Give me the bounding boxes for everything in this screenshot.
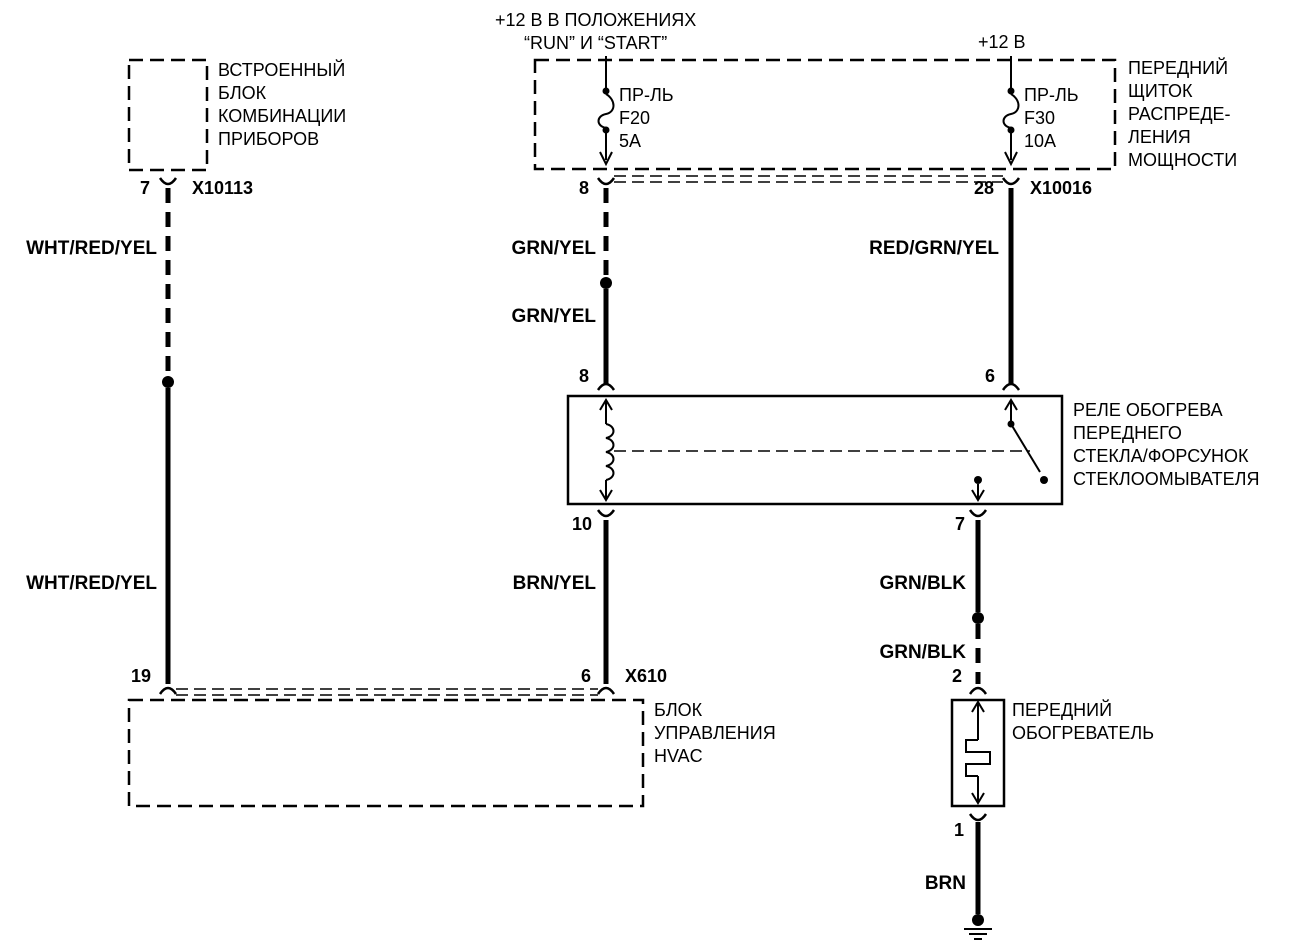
hvac-label-line-1: БЛОК xyxy=(654,700,703,720)
instrument-cluster-box xyxy=(127,58,209,172)
pdc-label-line-1: ПЕРЕДНИЙ xyxy=(1128,57,1228,78)
relay-label-line-2: ПЕРЕДНЕГО xyxy=(1073,423,1182,443)
heater-pin-1: 1 xyxy=(954,820,964,840)
power-run-start-line-1: +12 В В ПОЛОЖЕНИЯХ xyxy=(495,10,696,30)
cluster-label-line-3: КОМБИНАЦИИ xyxy=(218,106,346,126)
hvac-pin-6-connector xyxy=(596,686,616,695)
cluster-label-line-2: БЛОК xyxy=(218,83,267,103)
relay-switch-contact xyxy=(1040,476,1048,484)
wire-label-ground: BRN xyxy=(925,873,966,894)
fuse-f20-arrow xyxy=(599,151,613,167)
relay-coil-arrow-bottom xyxy=(599,489,613,502)
wire-label-heater-mid: GRN/BLK xyxy=(879,642,966,663)
relay-output-contact xyxy=(974,476,982,484)
ground-icon xyxy=(964,914,992,940)
fuse-f20-label-3: 5A xyxy=(619,131,641,151)
cluster-label-line-1: ВСТРОЕННЫЙ xyxy=(218,59,345,80)
fuse-f30-terminal-top xyxy=(1007,87,1015,95)
relay-output-arrow xyxy=(971,489,985,502)
cluster-pin-7: 7 xyxy=(140,178,150,198)
relay-pin-8-connector xyxy=(596,382,616,391)
hvac-pin-6: 6 xyxy=(581,666,591,686)
power-distribution-center: ПЕРЕДНИЙ ЩИТОК РАСПРЕДЕ- ЛЕНИЯ МОЩНОСТИ xyxy=(533,57,1237,171)
fuse-f30-arrow xyxy=(1004,151,1018,167)
ground-dot xyxy=(972,914,984,926)
pdc-pin-8-connector xyxy=(596,177,616,186)
pdc-label-line-3: РАСПРЕДЕ- xyxy=(1128,104,1231,124)
hvac-label-line-3: HVAC xyxy=(654,746,703,766)
hvac-control-module: БЛОК УПРАВЛЕНИЯ HVAC xyxy=(127,698,776,808)
heater-label-line-2: ОБОГРЕВАТЕЛЬ xyxy=(1012,723,1154,743)
cluster-pin-7-connector xyxy=(158,177,178,186)
heater-pin-1-connector xyxy=(968,813,988,822)
heater-pin-2-connector xyxy=(968,686,988,695)
hvac-label-line-2: УПРАВЛЕНИЯ xyxy=(654,723,776,743)
hvac-pin-19: 19 xyxy=(131,666,151,686)
pdc-label-line-2: ЩИТОК xyxy=(1128,81,1193,101)
power-run-start-line-2: “RUN” И “START” xyxy=(524,33,667,53)
instrument-cluster: ВСТРОЕННЫЙ БЛОК КОМБИНАЦИИ ПРИБОРОВ xyxy=(127,58,346,172)
front-heater: ПЕРЕДНИЙ ОБОГРЕВАТЕЛЬ xyxy=(950,698,1154,808)
relay-pin-7-connector xyxy=(968,509,988,518)
fuse-f20: ПР-ЛЬ F20 5A xyxy=(597,56,674,167)
fuse-f20-element xyxy=(597,93,615,129)
cluster-label-line-4: ПРИБОРОВ xyxy=(218,129,319,149)
pdc-connector-id: X10016 xyxy=(1030,178,1092,198)
fuse-f20-terminal-top xyxy=(602,87,610,95)
relay-pin-8: 8 xyxy=(579,366,589,386)
wire-label-mid-top: GRN/YEL xyxy=(512,238,597,259)
wire-label-left-top: WHT/RED/YEL xyxy=(26,238,157,259)
pdc-label-line-5: МОЩНОСТИ xyxy=(1128,150,1237,170)
relay-label-line-4: СТЕКЛООМЫВАТЕЛЯ xyxy=(1073,469,1259,489)
fuse-f20-label-2: F20 xyxy=(619,108,650,128)
relay-pin-10: 10 xyxy=(572,514,592,534)
fuse-f30-label-1: ПР-ЛЬ xyxy=(1024,85,1079,105)
fuse-f30-label-3: 10A xyxy=(1024,131,1056,151)
wire-label-mid-bottom: BRN/YEL xyxy=(513,573,597,594)
splice-dot-left xyxy=(162,376,174,388)
relay-pin-6-connector xyxy=(1001,382,1021,391)
relay-box xyxy=(566,394,1064,506)
relay-label-line-3: СТЕКЛА/ФОРСУНОК xyxy=(1073,446,1249,466)
relay-pin-7: 7 xyxy=(955,514,965,534)
pdc-box xyxy=(533,58,1117,171)
heater-element xyxy=(965,739,991,777)
splice-dot-mid xyxy=(600,277,612,289)
wire-label-right-top: RED/GRN/YEL xyxy=(869,238,999,259)
heater-arrow-bottom xyxy=(971,792,985,805)
relay: РЕЛЕ ОБОГРЕВА ПЕРЕДНЕГО СТЕКЛА/ФОРСУНОК … xyxy=(566,394,1259,506)
wire-label-mid-mid: GRN/YEL xyxy=(512,306,597,327)
wire-label-left-bottom: WHT/RED/YEL xyxy=(26,573,157,594)
relay-coil xyxy=(605,423,615,481)
hvac-connector-id: X610 xyxy=(625,666,667,686)
splice-dot-right xyxy=(972,612,984,624)
relay-pin-10-connector xyxy=(596,509,616,518)
hvac-box xyxy=(127,698,645,808)
power-battery: +12 В xyxy=(978,32,1026,52)
pdc-pin-8: 8 xyxy=(579,178,589,198)
fuse-f30-element xyxy=(1002,93,1020,129)
relay-label-line-1: РЕЛЕ ОБОГРЕВА xyxy=(1073,400,1223,420)
pdc-label-line-4: ЛЕНИЯ xyxy=(1128,127,1191,147)
heater-box xyxy=(950,698,1006,808)
heater-label-line-1: ПЕРЕДНИЙ xyxy=(1012,699,1112,720)
pdc-pin-28: 28 xyxy=(974,178,994,198)
pdc-pin-28-connector xyxy=(1001,177,1021,186)
fuse-f30-label-2: F30 xyxy=(1024,108,1055,128)
relay-pin-6: 6 xyxy=(985,366,995,386)
cluster-connector-id: X10113 xyxy=(192,178,253,198)
fuse-f30-terminal-bottom xyxy=(1007,126,1015,134)
heater-pin-2: 2 xyxy=(952,666,962,686)
fuse-f30: ПР-ЛЬ F30 10A xyxy=(1002,56,1079,167)
fuse-f20-label-1: ПР-ЛЬ xyxy=(619,85,674,105)
relay-switch-blade xyxy=(1010,423,1041,473)
fuse-f20-terminal-bottom xyxy=(602,126,610,134)
hvac-pin-19-connector xyxy=(158,686,178,695)
wire-label-heater-top: GRN/BLK xyxy=(879,573,966,594)
